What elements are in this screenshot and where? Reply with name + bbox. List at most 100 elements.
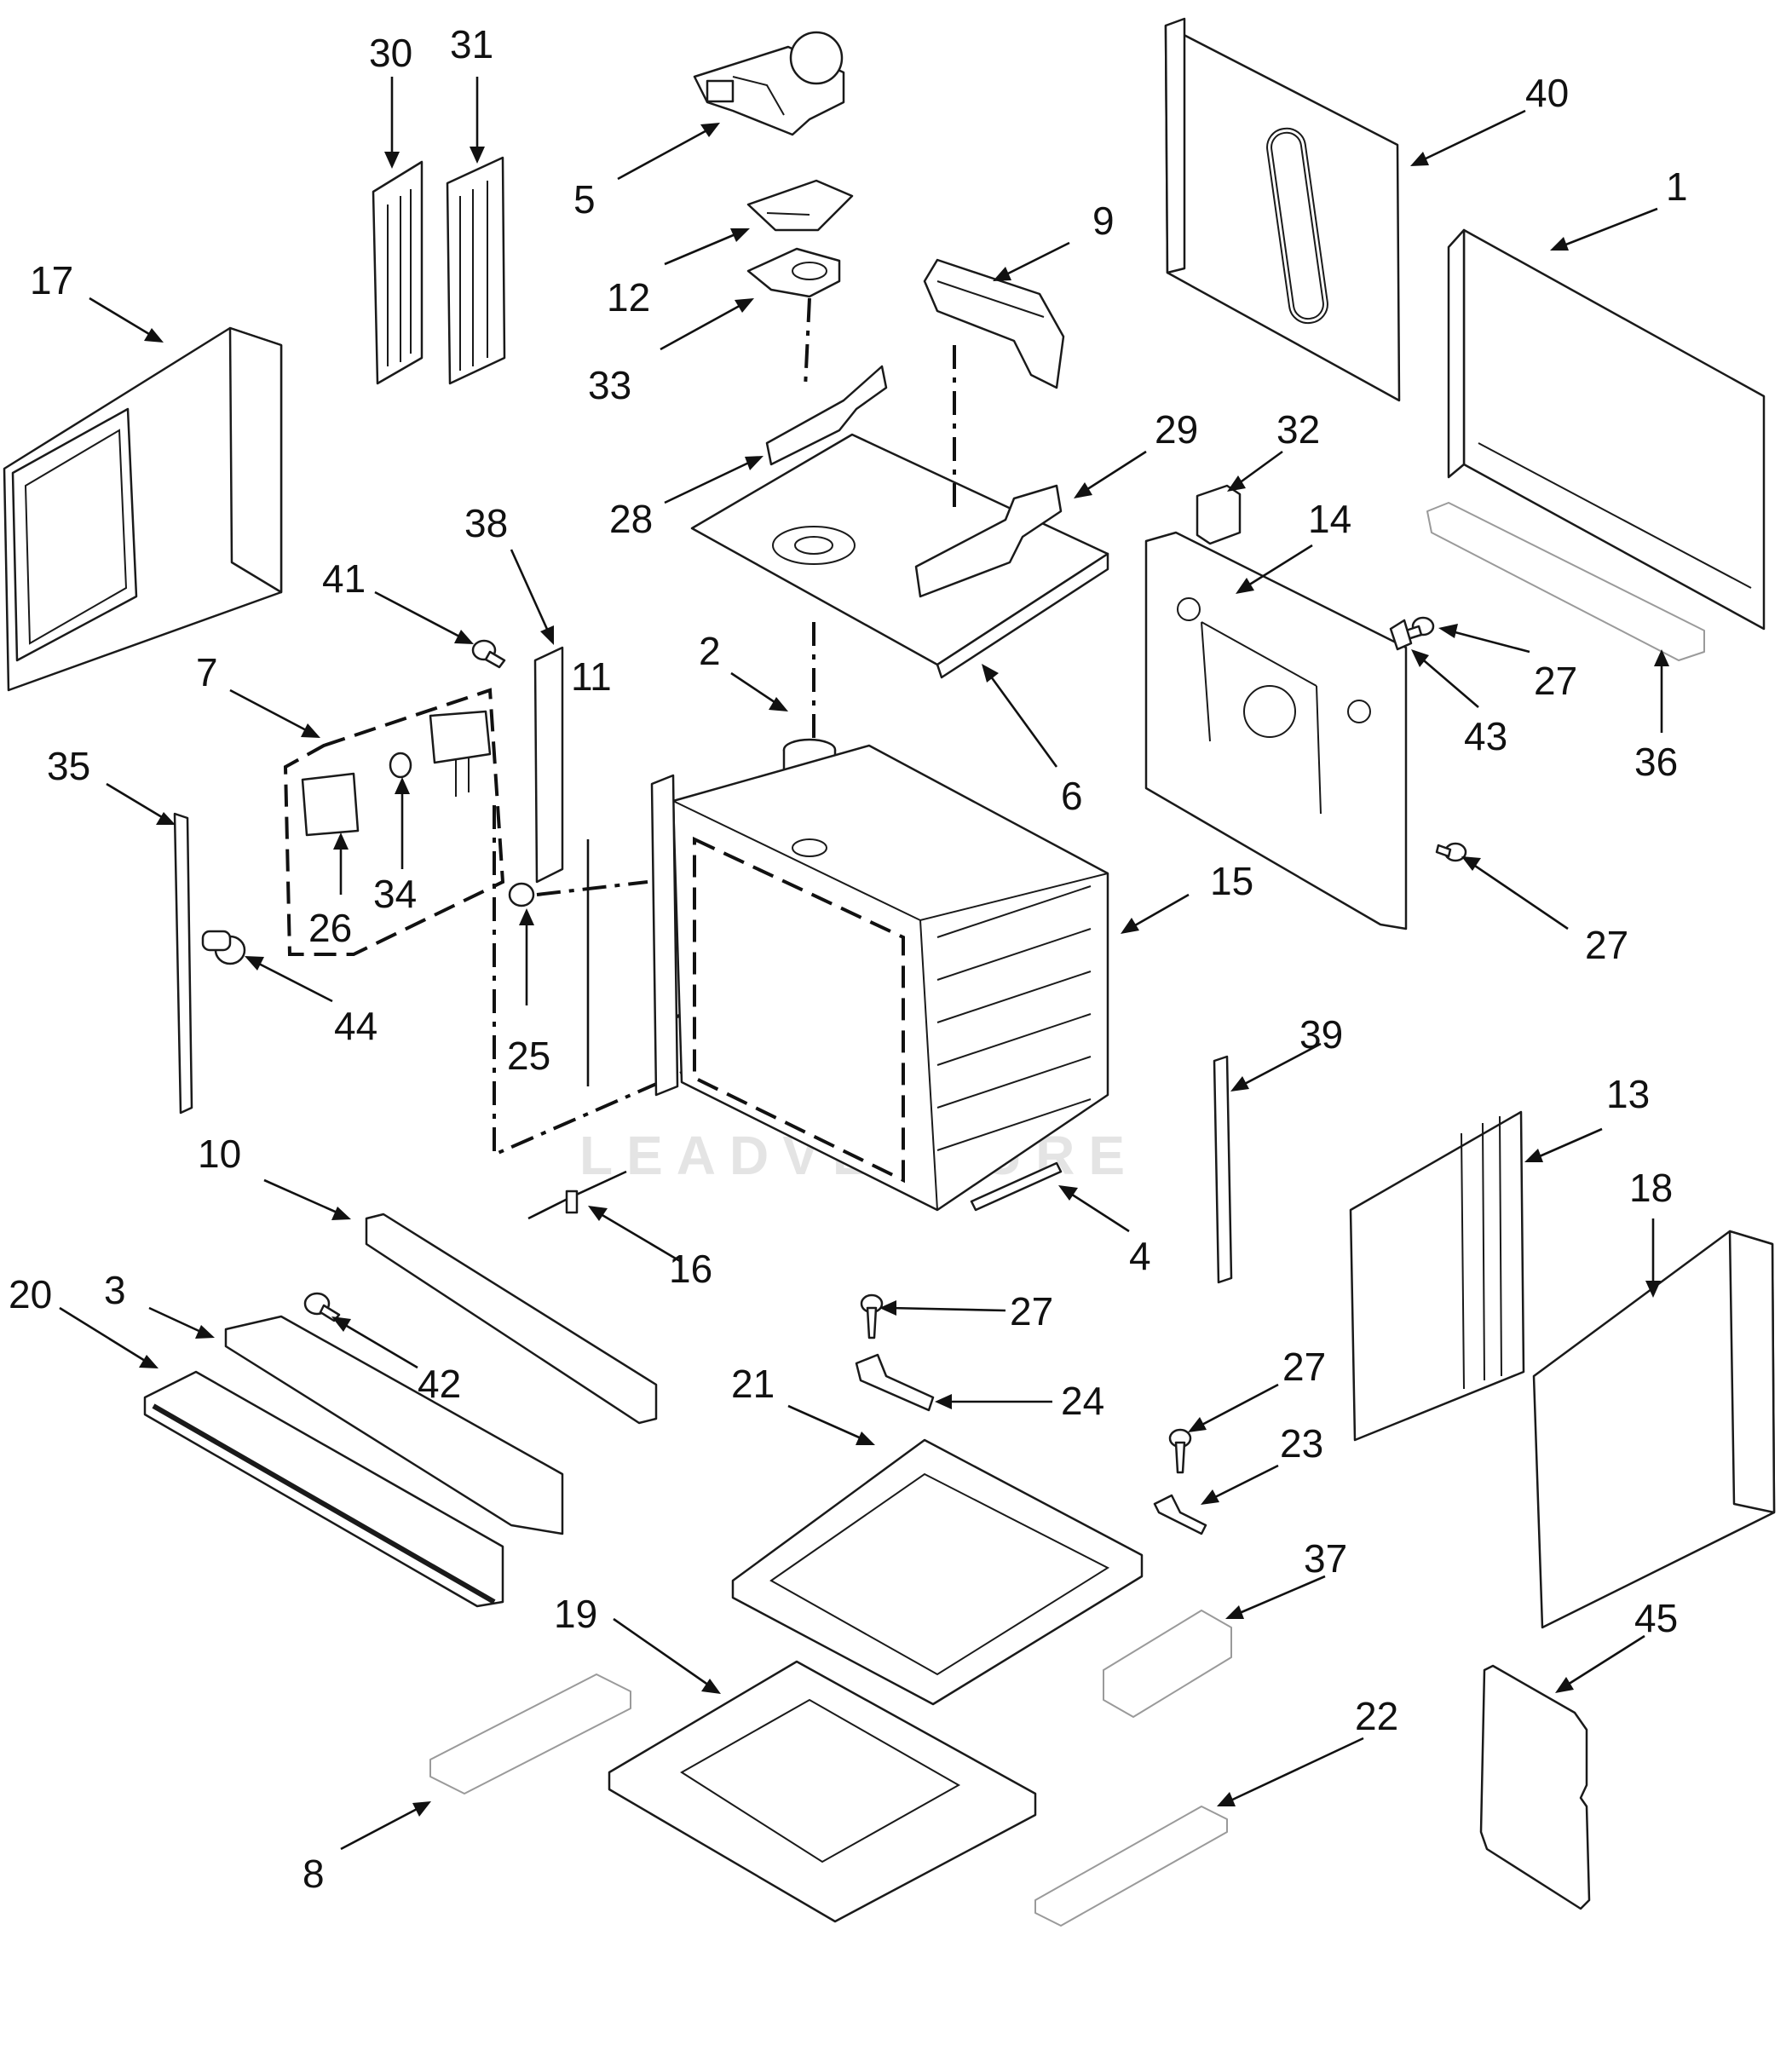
part-5-control-board — [693, 31, 845, 136]
callout-18: 18 — [1629, 1166, 1673, 1210]
part-27-screw-c — [1404, 616, 1435, 641]
part-32-bracket — [1196, 484, 1242, 545]
callout-32: 32 — [1276, 407, 1320, 452]
part-33-bracket — [746, 247, 841, 298]
callout-29: 29 — [1155, 407, 1198, 452]
callout-13: 13 — [1606, 1072, 1650, 1116]
callout-27-rear-bottom: 27 — [1585, 923, 1628, 967]
part-44-bumper — [201, 930, 246, 965]
part-36-rail — [1426, 502, 1705, 661]
part-31-panel — [446, 156, 506, 385]
part-34-bulb — [389, 752, 412, 779]
callout-25: 25 — [507, 1034, 550, 1078]
part-9-duct — [923, 258, 1065, 389]
part-40-panel — [1164, 17, 1401, 402]
part-28-bracket — [765, 365, 888, 466]
group-7-outline — [283, 688, 505, 956]
part-37-bracket — [1103, 1610, 1232, 1718]
callout-14: 14 — [1308, 497, 1351, 541]
connector-11 — [493, 805, 896, 1158]
part-4-bar — [970, 1161, 1063, 1212]
part-42-screw — [303, 1292, 341, 1322]
callout-27-rear-top: 27 — [1534, 659, 1577, 703]
callout-15: 15 — [1210, 859, 1253, 903]
part-43-clip — [1389, 619, 1413, 651]
part-41-screw — [471, 639, 506, 669]
connector-28 — [804, 297, 811, 389]
part-27-screw-b — [1168, 1428, 1192, 1474]
callout-36: 36 — [1634, 740, 1678, 784]
part-30-panel — [372, 160, 424, 385]
callout-16: 16 — [669, 1247, 712, 1291]
callout-38: 38 — [464, 501, 508, 545]
callout-19: 19 — [554, 1592, 597, 1636]
part-19-frame — [608, 1660, 1037, 1923]
callout-8: 8 — [303, 1852, 325, 1896]
part-18-side-panel — [1532, 1230, 1776, 1629]
callout-24: 24 — [1061, 1379, 1104, 1423]
part-10-bar — [365, 1213, 658, 1425]
callout-21: 21 — [731, 1362, 775, 1406]
callout-41: 41 — [322, 556, 366, 601]
part-24-bracket — [855, 1353, 935, 1412]
part-12-bracket — [746, 179, 854, 232]
part-25-plug — [508, 882, 535, 907]
callout-37: 37 — [1304, 1536, 1347, 1581]
callout-2: 2 — [699, 629, 721, 673]
callout-10: 10 — [198, 1132, 241, 1176]
callout-22: 22 — [1355, 1694, 1398, 1738]
leader-lines — [59, 77, 1669, 1851]
callout-1: 1 — [1666, 164, 1688, 209]
part-16-sensor — [527, 1170, 627, 1220]
callout-6: 6 — [1061, 774, 1083, 818]
callout-39: 39 — [1299, 1012, 1343, 1057]
part-3-bracket — [224, 1315, 564, 1535]
callout-9: 9 — [1092, 199, 1115, 243]
callout-42: 42 — [418, 1362, 461, 1406]
callout-20: 20 — [9, 1272, 52, 1316]
part-17-side-panel — [3, 326, 283, 692]
part-22-rail — [1034, 1806, 1228, 1927]
callout-28: 28 — [609, 497, 653, 541]
part-27-screw-a — [860, 1293, 884, 1339]
callout-35: 35 — [47, 744, 90, 788]
callout-5: 5 — [573, 177, 596, 222]
callout-45: 45 — [1634, 1596, 1678, 1640]
part-6-top-plate — [690, 433, 1109, 679]
callout-33: 33 — [588, 363, 631, 407]
part-45-plate — [1479, 1664, 1591, 1910]
part-15-oven-cavity — [650, 744, 1109, 1212]
callout-26: 26 — [308, 906, 352, 950]
callout-12: 12 — [607, 275, 650, 320]
part-13-heat-shield — [1349, 1110, 1525, 1442]
callout-17: 17 — [30, 258, 73, 302]
callout-4: 4 — [1129, 1234, 1151, 1278]
callout-27-mid: 27 — [1010, 1289, 1053, 1334]
callout-30: 30 — [369, 31, 412, 75]
part-20-trim — [143, 1370, 504, 1608]
part-lens-cover — [429, 710, 492, 797]
part-8-rail — [429, 1673, 631, 1794]
callout-43: 43 — [1464, 714, 1507, 758]
part-1-panel — [1447, 228, 1766, 631]
callout-40: 40 — [1525, 71, 1569, 115]
callout-23: 23 — [1280, 1421, 1323, 1466]
part-21-frame — [731, 1438, 1144, 1706]
callout-34: 34 — [373, 872, 417, 916]
part-29-bracket — [914, 484, 1063, 598]
part-38-bar — [533, 646, 564, 884]
part-35-strip — [173, 812, 193, 1115]
part-39-strip — [1213, 1055, 1233, 1284]
callout-7: 7 — [196, 650, 218, 694]
part-27-screw-d — [1435, 842, 1467, 862]
part-23-bracket — [1153, 1494, 1207, 1535]
callout-11: 11 — [571, 654, 612, 699]
callout-31: 31 — [450, 22, 493, 66]
callout-44: 44 — [334, 1004, 377, 1048]
callout-27-lower: 27 — [1282, 1345, 1326, 1389]
callout-labels: 1 2 3 4 5 6 7 8 9 10 11 12 13 14 15 16 1… — [9, 22, 1688, 1896]
part-14-rear-panel — [1144, 531, 1408, 930]
callout-3: 3 — [104, 1268, 126, 1312]
part-26-plate — [301, 772, 360, 837]
